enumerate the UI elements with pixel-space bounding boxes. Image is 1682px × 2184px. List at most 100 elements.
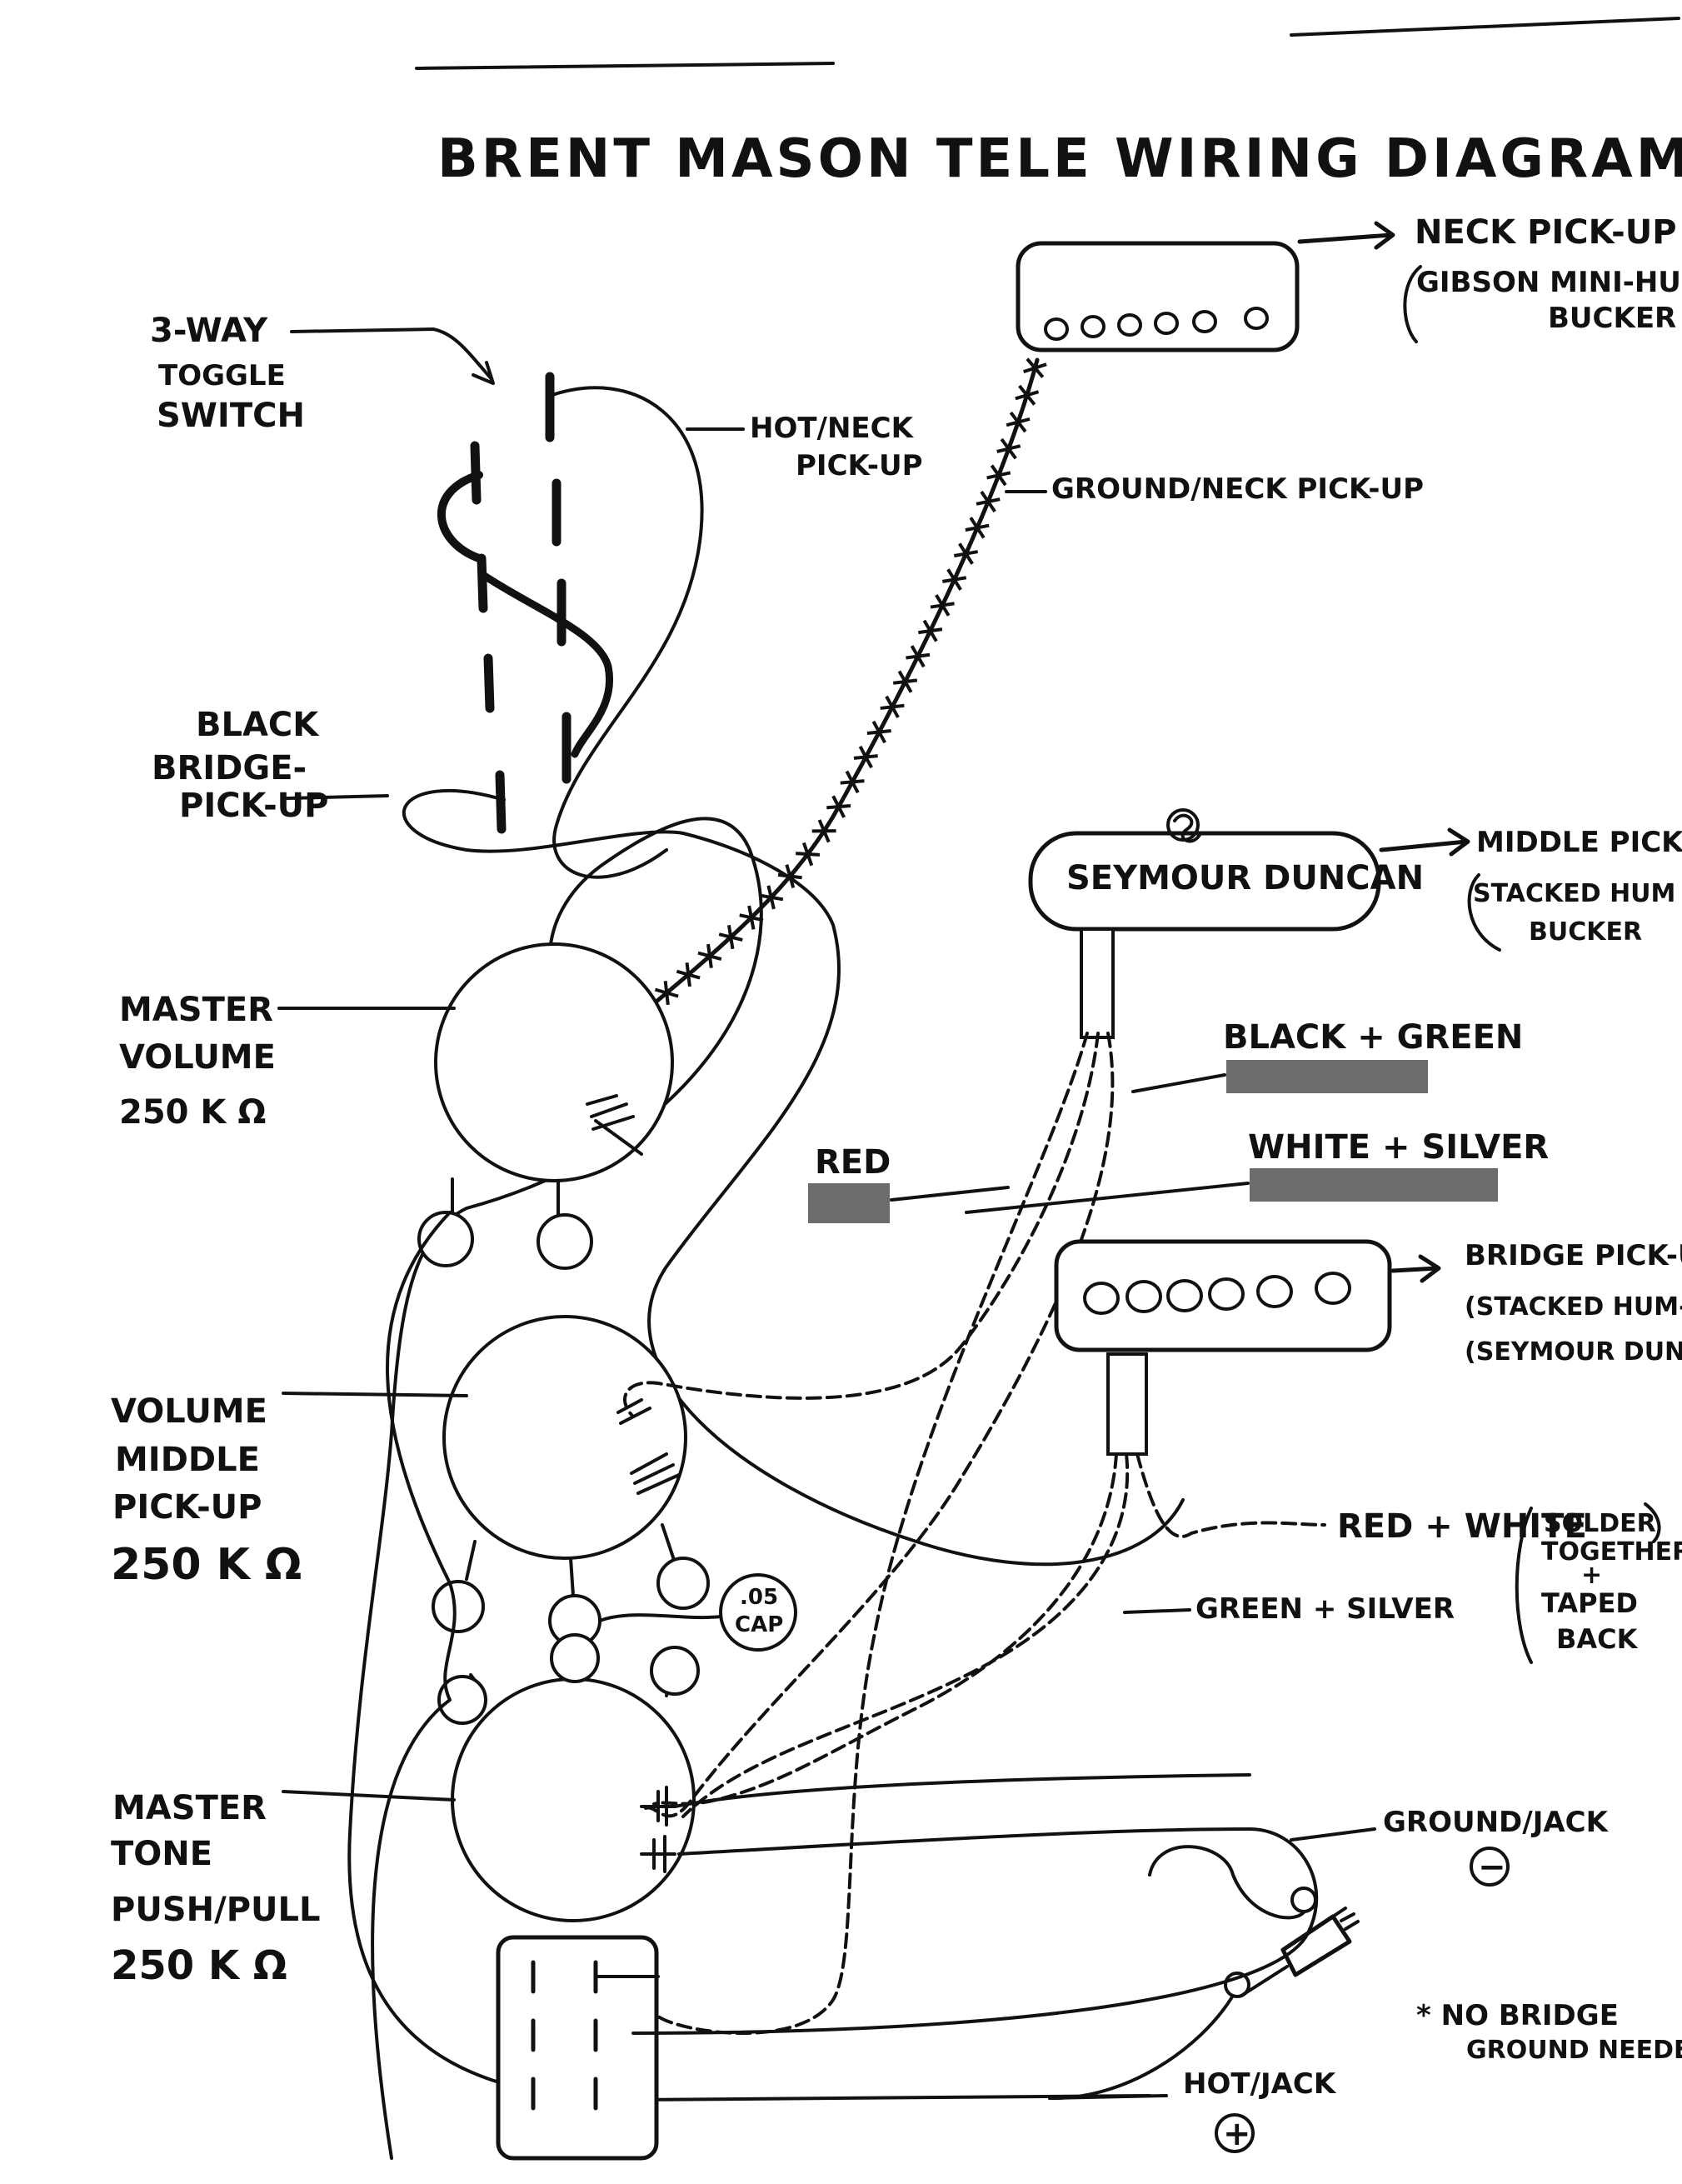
switch-jumper: [479, 571, 614, 758]
solder-note4: TAPED: [1541, 1587, 1638, 1619]
switch-contact: [495, 770, 507, 834]
pole-piece: [1208, 1277, 1245, 1311]
page-title: BRENT MASON TELE WIRING DIAGRAM: [437, 128, 1682, 190]
master-tone-lug[interactable]: [437, 1675, 487, 1725]
sd-logo-icon: [1166, 808, 1201, 843]
volume-middle-label2: MIDDLE: [115, 1441, 260, 1479]
pole-piece: [1166, 1279, 1203, 1312]
bridge-pickup[interactable]: [1054, 1239, 1392, 1352]
neck-pickup[interactable]: [1016, 241, 1300, 352]
neck-pickup-sub: GIBSON MINI-HUM: [1416, 266, 1682, 299]
middle-pickup-lead: [644, 1032, 1115, 1818]
arrow-head-icon: [472, 361, 495, 385]
black-bridge-label2: BRIDGE-: [152, 749, 307, 787]
neck-pickup-arrow: [1297, 232, 1394, 244]
jack-tip: [1240, 1965, 1289, 1997]
solder-note2: TOGETHER: [1541, 1537, 1682, 1567]
hatch-mark: [726, 925, 735, 950]
green-silver-lead: [681, 1452, 1130, 1818]
hatch-mark: [1000, 437, 1017, 460]
hatch-mark: [831, 795, 846, 818]
ground-jack-label: GROUND/JACK: [1383, 1806, 1610, 1839]
hot-symbol-icon: [1215, 2113, 1255, 2153]
hatch-mark: [817, 819, 831, 843]
pole-piece: [1081, 315, 1106, 338]
volume-middle-pot[interactable]: [442, 1315, 687, 1560]
hot-neck-label: HOT/NECK: [750, 412, 915, 445]
jack-tip-lug: [1224, 1972, 1250, 1998]
toggle-label: 3-WAY: [150, 312, 268, 350]
green-silver-label: GREEN + SILVER: [1195, 1592, 1455, 1626]
pot-terminal-hatch: [630, 1452, 681, 1495]
middle-pickup-cable: [1080, 927, 1115, 1039]
pole-piece: [1256, 1275, 1293, 1308]
jack-ground-lug: [1290, 1887, 1317, 1913]
bridge-pickup-sub: (STACKED HUM-BU: [1465, 1292, 1682, 1322]
solder-note: SOLDER: [1544, 1509, 1656, 1538]
hatch-mark: [766, 885, 776, 910]
master-volume-lug[interactable]: [537, 1213, 593, 1270]
black-bridge-wire: [402, 789, 1185, 1567]
volume-middle-leader: [282, 1392, 468, 1397]
seymour-duncan-label: SEYMOUR DUNCAN: [1066, 859, 1424, 897]
push-pull-switch[interactable]: [496, 1935, 659, 2161]
white-silver-leader: [965, 1182, 1250, 1214]
switch-contact: [483, 653, 495, 713]
hatch-mark: [980, 490, 996, 513]
ground-jack-leader: [1290, 1827, 1376, 1842]
master-tone-leader: [282, 1790, 456, 1802]
hot-neck-label2: PICK-UP: [796, 449, 923, 482]
master-volume-pot[interactable]: [434, 942, 674, 1182]
top-edge-line: [415, 62, 835, 70]
middle-pickup[interactable]: SEYMOUR DUNCAN: [1028, 808, 1424, 932]
ground-symbol: −: [1478, 1848, 1506, 1887]
black-bridge-label3: PICK-UP: [179, 787, 328, 825]
jack-ground-lead: [1148, 1845, 1305, 1920]
master-volume-lug[interactable]: [417, 1211, 474, 1267]
solder-bracket-right: [1644, 1502, 1661, 1543]
red-white-label: RED + WHITE: [1337, 1507, 1587, 1546]
volume-middle-lug[interactable]: [432, 1580, 485, 1633]
bridge-pickup-poles: [1083, 1272, 1351, 1315]
toggle-label2: TOGGLE: [158, 359, 286, 392]
lug-leg: [465, 1540, 477, 1581]
volume-middle-label4: 250 K Ω: [111, 1540, 302, 1590]
cap-lead: [598, 1613, 722, 1622]
volume-middle-label3: PICK-UP: [112, 1488, 262, 1527]
pole-piece: [1192, 310, 1217, 333]
output-jack[interactable]: [1148, 1845, 1360, 1998]
toggle-switch[interactable]: [437, 372, 614, 834]
middle-pickup-lead: [656, 1032, 1089, 2035]
middle-pickup-arrow: [1379, 839, 1469, 852]
hatch-mark: [910, 645, 926, 668]
hatch-mark: [1009, 411, 1027, 433]
toggle-leader: [290, 327, 493, 381]
neck-pickup-body: [1016, 241, 1300, 352]
hatch-mark: [685, 962, 691, 987]
neck-pickup-poles: [1044, 307, 1269, 341]
cap-05[interactable]: [719, 1573, 797, 1652]
switch-jumper: [437, 471, 483, 562]
hot-jack-label: HOT/JACK: [1183, 2067, 1337, 2101]
hatch-mark: [871, 720, 886, 744]
jack-body: [1280, 1914, 1352, 1977]
green-silver-leader: [1123, 1608, 1191, 1614]
pole-piece: [1117, 313, 1142, 337]
middle-pickup-lead: [623, 1032, 1100, 1418]
hot-jack-leader: [1048, 2094, 1168, 2100]
red-tape: [808, 1183, 890, 1223]
red-leader: [890, 1186, 1010, 1202]
pole-piece: [1244, 307, 1269, 330]
hot-neck-wire: [548, 386, 704, 879]
jack-threads: [1331, 1907, 1360, 1931]
master-tone-lug[interactable]: [650, 1646, 700, 1696]
master-tone-lug[interactable]: [550, 1633, 600, 1683]
solder-bracket: [1515, 1507, 1533, 1664]
middle-pickup-sub: STACKED HUM: [1473, 879, 1675, 908]
hatch-mark: [706, 943, 713, 968]
hatch-mark: [885, 695, 900, 718]
toggle-label3: SWITCH: [157, 397, 305, 435]
black-green-leader: [1131, 1073, 1226, 1093]
volume-middle-lug[interactable]: [656, 1557, 710, 1610]
